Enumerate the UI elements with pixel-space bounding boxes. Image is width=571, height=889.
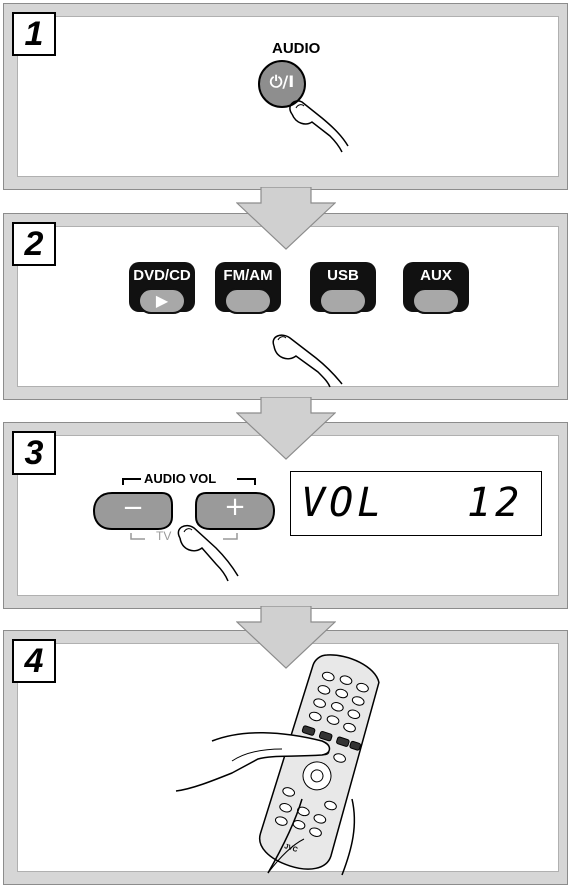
usb-button[interactable]: USB xyxy=(310,262,376,320)
step-2-number: 2 xyxy=(12,222,56,266)
power-button-graphic xyxy=(258,60,306,108)
volume-plus-graphic xyxy=(195,492,276,530)
tv-label: TV xyxy=(156,529,172,543)
fm-am-label: FM/AM xyxy=(223,267,273,284)
flow-arrow-1 xyxy=(236,187,336,250)
usb-label: USB xyxy=(327,267,359,284)
step-3-number: 3 xyxy=(12,431,56,475)
usb-key xyxy=(319,288,367,314)
audio-vol-label: AUDIO VOL xyxy=(144,471,217,486)
dvd-cd-label: DVD/CD xyxy=(133,267,191,284)
dvd-cd-button[interactable]: DVD/CD ▶ xyxy=(129,262,195,320)
step-3-panel: 3 AUDIO VOL − + TV VOL 12 xyxy=(3,422,568,609)
plus-icon: + xyxy=(224,492,246,522)
step-1-number: 1 xyxy=(12,12,56,56)
audio-label: AUDIO xyxy=(272,40,321,57)
flow-arrow-2 xyxy=(236,397,336,460)
volume-display: VOL 12 xyxy=(290,471,542,536)
remote-control-graphic xyxy=(175,654,380,876)
remote-control[interactable]: JVC xyxy=(172,649,392,877)
aux-button[interactable]: AUX xyxy=(403,262,469,320)
step-1-panel: 1 AUDIO ⏻/I xyxy=(3,3,568,190)
power-icon: ⏻/I xyxy=(269,72,295,91)
aux-label: AUX xyxy=(420,267,452,284)
finger-icon xyxy=(289,100,349,153)
flow-arrow-3 xyxy=(236,606,336,669)
step-4-panel: 4 xyxy=(3,630,568,885)
aux-key xyxy=(412,288,460,314)
step-4-number: 4 xyxy=(12,639,56,683)
display-vol-text: VOL xyxy=(301,480,386,526)
minus-icon: − xyxy=(122,493,144,523)
display-vol-value: 12 xyxy=(467,480,524,526)
audio-vol-bracket xyxy=(122,478,256,540)
volume-plus-button[interactable]: + xyxy=(194,491,276,531)
fm-am-key xyxy=(224,288,272,314)
fm-am-button[interactable]: FM/AM xyxy=(215,262,281,320)
play-icon: ▶ xyxy=(155,291,169,310)
volume-minus-button[interactable]: − xyxy=(92,491,174,531)
dvd-cd-key: ▶ xyxy=(138,288,186,314)
finger-icon xyxy=(177,524,239,582)
audio-power-button[interactable]: ⏻/I xyxy=(257,59,307,109)
finger-icon xyxy=(272,334,343,388)
volume-minus-graphic xyxy=(92,492,173,530)
step-2-inner xyxy=(17,226,559,387)
